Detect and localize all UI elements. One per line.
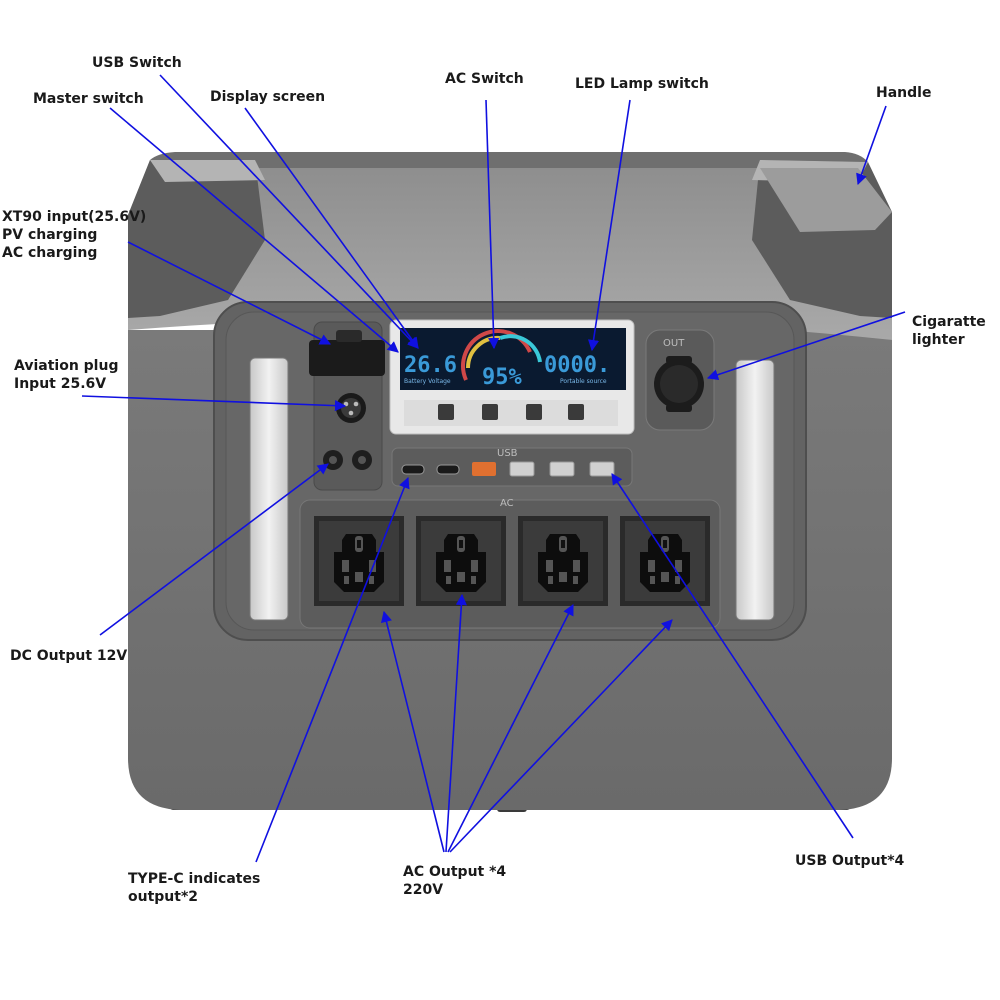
usb-port-2[interactable] [509, 461, 535, 477]
label-typec-line2: output*2 [128, 889, 199, 905]
body-upper [128, 160, 892, 340]
label-ac-switch: AC Switch [445, 71, 524, 87]
arrow-ac-output-1 [381, 610, 445, 853]
led-lamp-right [735, 359, 775, 621]
label-aviation-line1: Aviation plug [14, 358, 119, 374]
ac-outlet-3[interactable] [518, 516, 608, 606]
led-lamp-left [249, 357, 289, 621]
label-aviation-line2: Input 25.6V [14, 376, 107, 392]
handle-left [128, 160, 265, 318]
display-voltage-value: 26.6 [404, 353, 457, 378]
usb-qc-port[interactable] [472, 462, 496, 476]
arrow-xt90-input [127, 241, 331, 345]
master-switch-button[interactable] [438, 404, 454, 420]
label-xt90-input: XT90 input(25.6V) PV charging AC chargin… [2, 208, 146, 262]
ac-mark: AC [500, 498, 514, 509]
ac-switch-button[interactable] [526, 404, 542, 420]
label-display-screen: Display screen [210, 89, 326, 105]
type-c-port-2[interactable] [436, 464, 460, 475]
arrow-led-lamp-switch [587, 99, 631, 352]
label-master-switch: Master switch [33, 91, 144, 107]
arrow-master-switch [109, 107, 399, 353]
label-xt90-line1: XT90 input(25.6V) [2, 209, 147, 225]
label-dc-output: DC Output 12V [10, 648, 128, 664]
arrow-usb-output [611, 473, 854, 839]
label-handle: Handle [876, 85, 932, 101]
label-ac-output-line1: AC Output *4 [403, 864, 507, 880]
label-cigarette-line1: Cigaratte [912, 314, 986, 330]
arrow-display-screen [244, 107, 419, 349]
label-usb-output: USB Output*4 [795, 853, 905, 869]
arrow-cigarette-lighter [706, 311, 906, 381]
out-mark: OUT [663, 338, 685, 349]
power-station: 26.6 Battery Voltage 95% 0000. Portable … [128, 152, 892, 812]
label-cigarette-line2: lighter [912, 332, 965, 348]
ac-outlet-panel [299, 499, 721, 629]
xt90-port[interactable] [309, 340, 385, 376]
arrow-ac-output-3 [447, 604, 574, 853]
label-xt90-line2: PV charging [2, 227, 98, 243]
display-percent-value: 95% [482, 365, 522, 390]
arrow-type-c [255, 476, 410, 863]
display-power-caption: Portable source [560, 378, 607, 385]
display-screen [400, 328, 626, 390]
annotation-arrows [81, 74, 906, 863]
ac-outlet-1[interactable] [314, 516, 404, 606]
arrow-ac-output-2 [445, 593, 467, 853]
arrow-dc-output [99, 463, 329, 636]
ac-outlet-4[interactable] [620, 516, 710, 606]
display-voltage-caption: Battery Voltage [404, 378, 451, 385]
label-type-c: TYPE-C indicates output*2 [128, 870, 260, 906]
body-top-edge [150, 152, 868, 168]
display-power-value: 0000. [544, 353, 610, 378]
usb-switch-button[interactable] [482, 404, 498, 420]
usb-mark: USB [497, 448, 518, 459]
label-typec-line1: TYPE-C indicates [128, 871, 261, 887]
arrow-handle [856, 105, 887, 186]
type-c-port-1[interactable] [401, 464, 425, 475]
label-ac-output-line2: 220V [403, 882, 444, 898]
ac-outlet-2[interactable] [416, 516, 506, 606]
label-ac-output: AC Output *4 220V [403, 863, 506, 899]
label-led-lamp-switch: LED Lamp switch [575, 76, 709, 92]
arrow-ac-output-4 [449, 619, 673, 853]
label-aviation-plug: Aviation plug Input 25.6V [14, 357, 118, 393]
label-usb-switch: USB Switch [92, 55, 182, 71]
usb-port-4[interactable] [589, 461, 615, 477]
usb-port-3[interactable] [549, 461, 575, 477]
arrow-usb-switch [159, 74, 419, 349]
label-cigarette-lighter: Cigaratte lighter [912, 313, 986, 349]
arrow-ac-switch [485, 99, 500, 350]
led-switch-button[interactable] [568, 404, 584, 420]
arrow-aviation-plug [81, 395, 347, 412]
label-xt90-line3: AC charging [2, 245, 98, 261]
